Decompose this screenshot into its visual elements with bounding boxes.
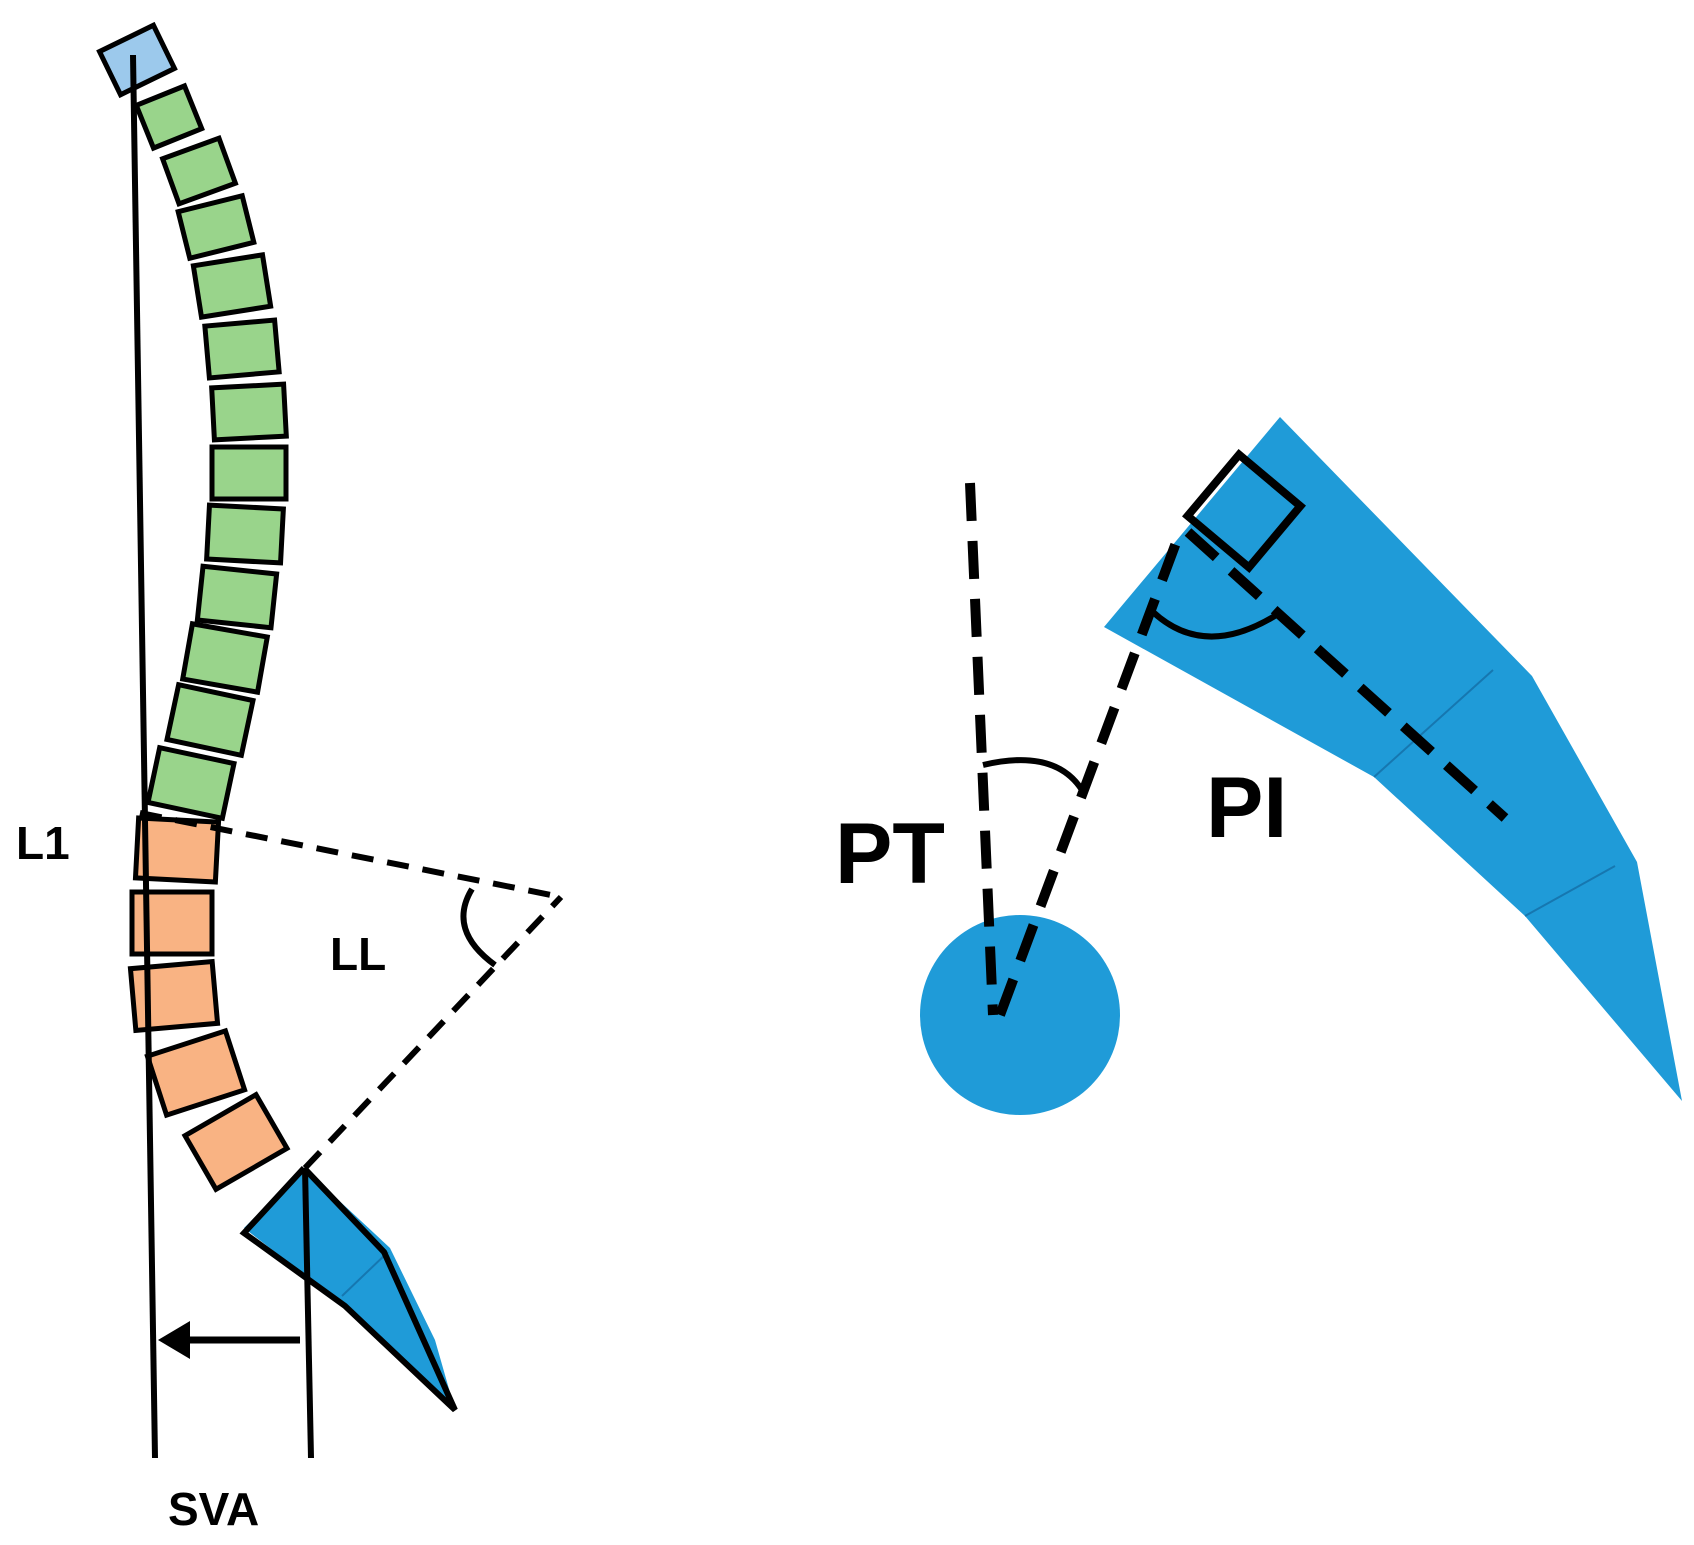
- sacrum-segment-line-1: [1373, 669, 1494, 778]
- c7-plumb-line: [130, 54, 158, 1459]
- vertebra-l4: [144, 1027, 248, 1119]
- vertebra-l5: [181, 1091, 291, 1193]
- vertebra-t3: [175, 192, 257, 262]
- lumbar-vertebrae: [127, 815, 291, 1193]
- vertebra-t8: [204, 502, 286, 566]
- s1-vertical-line: [302, 1167, 314, 1459]
- label-l1: L1: [16, 817, 70, 869]
- vertebra-t9: [194, 563, 280, 631]
- right-angle-marker: [1182, 449, 1306, 573]
- femoral-head: [920, 915, 1120, 1115]
- sacrum-small: [239, 1165, 458, 1413]
- sva-arrow: [158, 1321, 300, 1359]
- vertebra-t11: [164, 681, 256, 759]
- sacrum-segment-line-2: [1524, 865, 1616, 917]
- vertebra-t1: [133, 82, 205, 152]
- vertebra-t6: [209, 381, 289, 443]
- label-sva: SVA: [168, 1483, 259, 1535]
- vertical-reference-line: [965, 482, 998, 1016]
- label-ll: LL: [330, 928, 386, 980]
- vertebra-t2: [159, 134, 239, 208]
- sacrum-outline: [239, 1165, 458, 1413]
- s1-endplate-line: [302, 894, 564, 1171]
- pi-angle-arc: [1150, 609, 1280, 640]
- pelvis-panel: [920, 417, 1682, 1115]
- pt-angle-arc: [982, 757, 1085, 792]
- vertebra-t4: [190, 251, 274, 321]
- vertebra-t12: [145, 744, 237, 822]
- sacrum-segment-line: [341, 1251, 389, 1297]
- cervical-vertebra: [96, 21, 178, 99]
- label-pi: PI: [1206, 760, 1287, 856]
- hip-to-s1-line: [995, 530, 1185, 1017]
- vertebra-t10: [179, 620, 271, 696]
- s1-perpendicular-line: [1184, 528, 1509, 822]
- vertebra-c7: [96, 21, 178, 99]
- thoracic-vertebrae: [133, 82, 289, 822]
- vertebra-t7: [209, 444, 289, 502]
- label-pt: PT: [835, 806, 945, 902]
- ll-angle-arc: [460, 887, 497, 968]
- vertebra-l3: [127, 958, 221, 1034]
- vertebra-t5: [202, 317, 282, 381]
- spine-panel: [96, 21, 564, 1459]
